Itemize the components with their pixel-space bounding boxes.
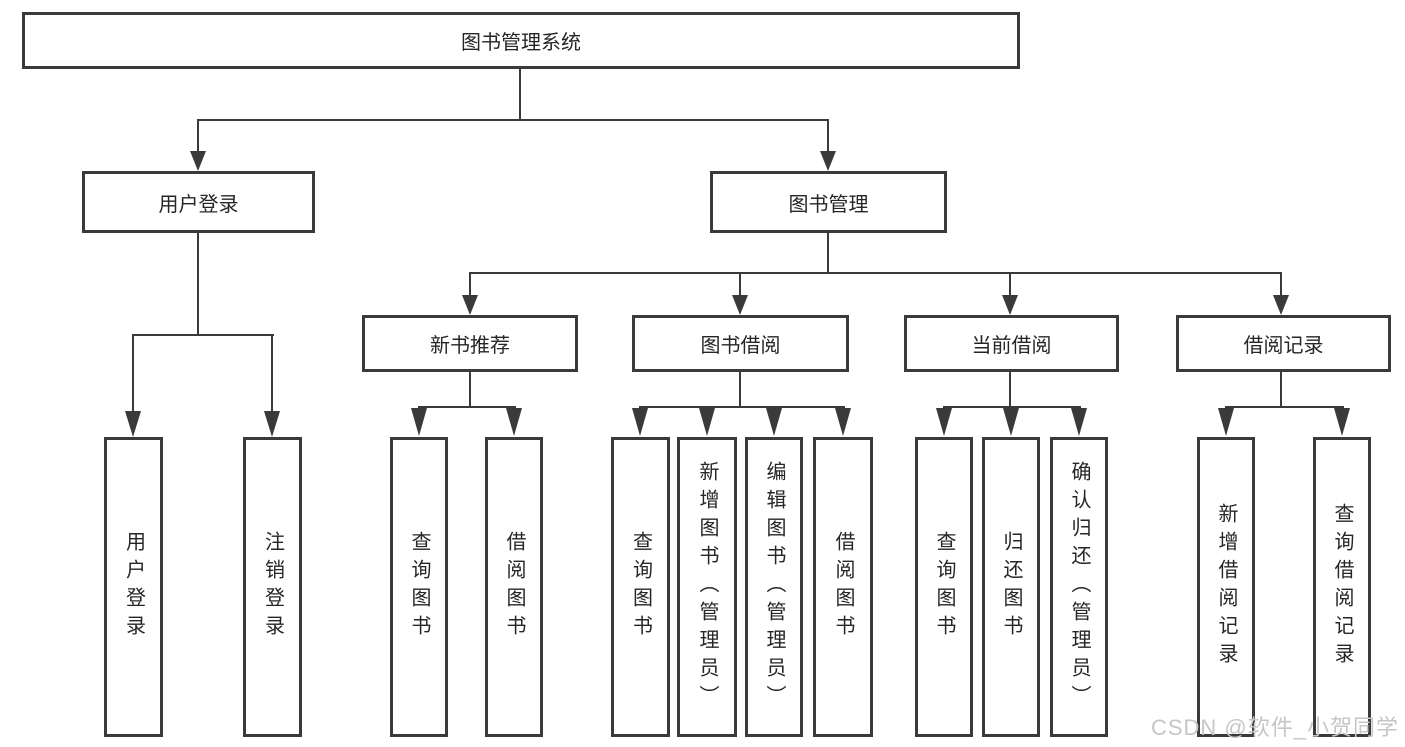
arrow-into-user-login	[190, 151, 206, 171]
leaf-current-query-books: 查询图书	[915, 437, 973, 737]
leaf-borrow-borrow-books: 借阅图书	[813, 437, 873, 737]
connector-book-borrow-drop	[739, 272, 741, 298]
leaf-current-return-books-label: 归还图书	[1000, 531, 1022, 643]
node-current-borrow-label: 当前借阅	[971, 335, 1052, 357]
node-root-label: 图书管理系统	[461, 32, 581, 54]
node-borrow-records-label: 借阅记录	[1243, 335, 1324, 357]
leaf-newbook-borrow-books-label: 借阅图书	[503, 531, 525, 643]
connector-borrow-records-drop	[1280, 272, 1282, 298]
arrow-into-borrow-edit	[766, 408, 782, 436]
leaf-records-add-record-label: 新增借阅记录	[1215, 503, 1237, 671]
leaf-records-add-record: 新增借阅记录	[1197, 437, 1255, 737]
connector-root-stem	[519, 68, 521, 121]
leaf-borrow-edit-books-admin-label: 编辑图书（管理员）	[763, 461, 785, 713]
connector-user-login-drop	[197, 119, 199, 154]
node-borrow-records: 借阅记录	[1176, 315, 1391, 372]
leaf-newbook-query-books-label: 查询图书	[408, 531, 430, 643]
connector-new-book-stem	[469, 372, 471, 408]
connector-new-book-rail	[418, 406, 516, 408]
arrow-into-leaf-user-login	[125, 411, 141, 437]
connector-current-borrow-rail	[943, 406, 1081, 408]
leaf-borrow-borrow-books-label: 借阅图书	[832, 531, 854, 643]
leaf-user-login-label: 用户登录	[122, 531, 145, 643]
connector-book-borrow-rail	[639, 406, 845, 408]
connector-current-borrow-drop	[1009, 272, 1011, 298]
connector-leaf-user-login-drop	[132, 334, 134, 415]
node-user-login-label: 用户登录	[158, 193, 239, 216]
leaf-current-confirm-return-admin: 确认归还（管理员）	[1050, 437, 1108, 737]
node-book-management-label: 图书管理	[788, 193, 869, 216]
node-book-borrow: 图书借阅	[632, 315, 849, 372]
node-book-management: 图书管理	[710, 171, 947, 233]
arrow-into-newbook-query	[411, 408, 427, 436]
csdn-watermark: CSDN @软件_小贺同学	[1150, 715, 1399, 740]
connector-leaf-logout-drop	[271, 334, 273, 415]
arrow-into-borrow-add	[699, 408, 715, 436]
leaf-records-query-record: 查询借阅记录	[1313, 437, 1371, 737]
connector-borrow-records-stem	[1280, 372, 1282, 408]
node-new-book-recommend-label: 新书推荐	[430, 335, 510, 357]
arrow-into-new-book-recommend	[462, 295, 478, 315]
leaf-records-query-record-label: 查询借阅记录	[1331, 503, 1353, 671]
leaf-user-login: 用户登录	[104, 437, 163, 737]
arrow-into-book-management	[820, 151, 836, 171]
leaf-logout-label: 注销登录	[261, 531, 284, 643]
connector-level2-rail	[469, 272, 1282, 274]
connector-book-management-stem	[827, 233, 829, 274]
leaf-current-return-books: 归还图书	[982, 437, 1040, 737]
arrow-into-records-add	[1218, 408, 1234, 436]
connector-book-management-drop	[827, 119, 829, 154]
connector-new-book-drop	[469, 272, 471, 298]
leaf-newbook-borrow-books: 借阅图书	[485, 437, 543, 737]
arrow-into-current-confirm	[1071, 408, 1087, 436]
arrow-into-newbook-borrow	[506, 408, 522, 436]
connector-user-login-rail	[132, 334, 274, 336]
arrow-into-borrow-records	[1273, 295, 1289, 315]
leaf-borrow-add-books-admin-label: 新增图书（管理员）	[696, 461, 718, 713]
leaf-current-query-books-label: 查询图书	[933, 531, 955, 643]
connector-current-borrow-stem	[1009, 372, 1011, 408]
connector-user-login-stem	[197, 233, 199, 336]
arrow-into-book-borrow	[732, 295, 748, 315]
arrow-into-current-query	[936, 408, 952, 436]
connector-borrow-records-rail	[1225, 406, 1344, 408]
connector-level1-rail	[197, 119, 829, 121]
connector-book-borrow-stem	[739, 372, 741, 408]
arrow-into-leaf-logout	[264, 411, 280, 437]
leaf-borrow-query-books: 查询图书	[611, 437, 670, 737]
node-user-login: 用户登录	[82, 171, 315, 233]
leaf-logout: 注销登录	[243, 437, 302, 737]
node-book-borrow-label: 图书借阅	[700, 335, 781, 357]
arrow-into-current-borrow	[1002, 295, 1018, 315]
arrow-into-records-query	[1334, 408, 1350, 436]
node-current-borrow: 当前借阅	[904, 315, 1119, 372]
leaf-newbook-query-books: 查询图书	[390, 437, 448, 737]
arrow-into-borrow-borrow	[835, 408, 851, 436]
leaf-borrow-add-books-admin: 新增图书（管理员）	[677, 437, 737, 737]
node-root: 图书管理系统	[22, 12, 1020, 69]
leaf-borrow-edit-books-admin: 编辑图书（管理员）	[745, 437, 803, 737]
leaf-current-confirm-return-admin-label: 确认归还（管理员）	[1068, 461, 1090, 713]
arrow-into-borrow-query	[632, 408, 648, 436]
arrow-into-current-return	[1003, 408, 1019, 436]
leaf-borrow-query-books-label: 查询图书	[629, 531, 652, 643]
node-new-book-recommend: 新书推荐	[362, 315, 578, 372]
